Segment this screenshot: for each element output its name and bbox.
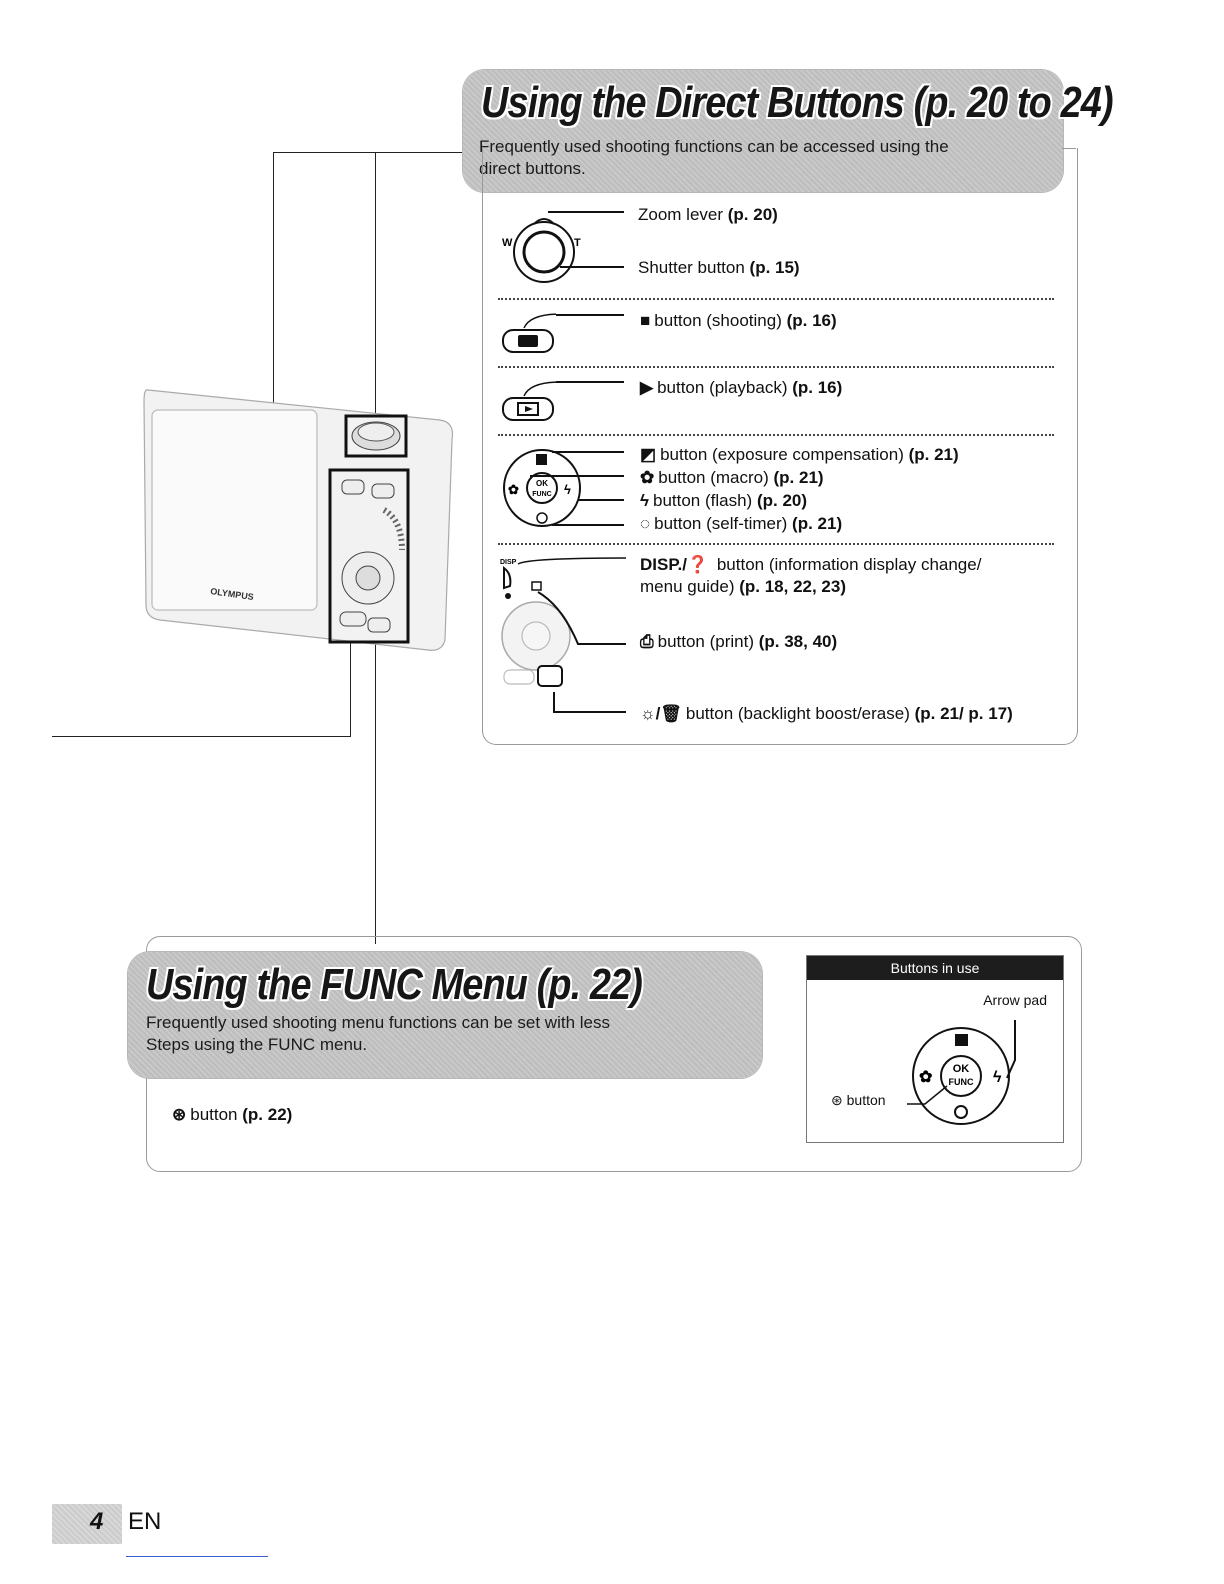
- func-menu-header: Using the FUNC Menu (p. 22) Frequently u…: [128, 952, 762, 1078]
- disp-button-label: DISP./❓ button (information display chan…: [640, 555, 982, 574]
- buttons-in-use-header: Buttons in use: [807, 956, 1063, 980]
- ok-func-button-label: ⊛button (p. 22): [172, 1105, 293, 1124]
- connector-line: [52, 736, 351, 737]
- shutter-button-label: Shutter button (p. 15): [638, 258, 800, 277]
- playback-icon: ▶: [640, 378, 654, 397]
- direct-buttons-header: Using the Direct Buttons (p. 20 to 24) F…: [463, 70, 1114, 192]
- zoom-lever-label: Zoom lever (p. 20): [638, 205, 778, 224]
- buttons-in-use-box: Buttons in use Arrow pad OK FUNC ✿ ϟ ⊛ b…: [806, 955, 1064, 1143]
- svg-text:ϟ: ϟ: [564, 482, 571, 497]
- svg-text:OK: OK: [536, 479, 548, 488]
- direct-buttons-panel: [482, 148, 1078, 745]
- help-icon: ❓: [686, 555, 709, 574]
- backlight-button-label: ☼/🗑button (backlight boost/erase) (p. 21…: [640, 704, 1013, 723]
- svg-text:ϟ: ϟ: [993, 1069, 1002, 1086]
- direct-buttons-description: Frequently used shooting functions can b…: [479, 137, 949, 178]
- ok-button-label: ⊛ button: [831, 1092, 886, 1108]
- arrow-pad-label: Arrow pad: [983, 992, 1047, 1008]
- connector-line: [273, 152, 465, 153]
- exposure-button-label: ◩button (exposure compensation) (p. 21): [640, 445, 959, 464]
- connector-line: [350, 640, 351, 736]
- zoom-w-label: W: [502, 237, 513, 249]
- language-label: EN: [128, 1508, 162, 1535]
- shooting-button-diagram: [502, 313, 556, 353]
- zoom-shutter-diagram: W T: [502, 218, 581, 283]
- svg-text:✿: ✿: [508, 482, 519, 497]
- connector-line: [273, 152, 274, 560]
- playback-button-label: ▶button (playback) (p. 16): [640, 378, 843, 397]
- svg-text:OK: OK: [953, 1063, 970, 1075]
- exposure-icon: ◩: [640, 445, 657, 464]
- ok-func-icon: ⊛: [172, 1105, 187, 1124]
- ok-func-small-icon: ⊛: [831, 1092, 847, 1108]
- svg-text:✿: ✿: [919, 1069, 932, 1086]
- print-button-label: ⎙button (print) (p. 38, 40): [640, 632, 838, 651]
- connector-line: [375, 644, 376, 944]
- footer-rule: [126, 1556, 268, 1557]
- camera-icon: ■: [640, 311, 651, 330]
- disp-button-label-cont: menu guide) (p. 18, 22, 23): [640, 577, 847, 596]
- func-menu-title: Using the FUNC Menu (p. 22): [146, 960, 643, 1009]
- direct-buttons-title: Using the Direct Buttons (p. 20 to 24): [481, 78, 1114, 127]
- zoom-t-label: T: [574, 237, 581, 249]
- page-number: 4: [90, 1508, 104, 1535]
- func-menu-description: Frequently used shooting menu functions …: [146, 1013, 610, 1054]
- func-arrow-pad-diagram: OK FUNC ✿ ϟ: [907, 1020, 1016, 1125]
- shooting-button-label: ■button (shooting) (p. 16): [640, 311, 837, 330]
- arrow-pad-diagram: OK FUNC ✿ ϟ: [503, 449, 581, 527]
- connector-line: [375, 152, 376, 422]
- flash-icon: ϟ: [640, 491, 649, 510]
- svg-text:DISP: DISP: [500, 559, 517, 566]
- playback-button-diagram: [502, 381, 556, 421]
- svg-text:FUNC: FUNC: [532, 491, 551, 498]
- svg-text:FUNC: FUNC: [949, 1077, 974, 1087]
- macro-button-label: ✿button (macro) (p. 21): [640, 468, 824, 487]
- self-timer-icon: ◌: [640, 514, 651, 533]
- print-icon: ⎙: [640, 632, 654, 651]
- page-number-tab: [52, 1504, 122, 1544]
- disp-print-backlight-diagram: DISP: [500, 557, 627, 713]
- camera-illustration: OLYMPUS: [143, 389, 454, 651]
- backlight-erase-icon: ☼/🗑: [640, 704, 682, 723]
- self-timer-button-label: ◌button (self-timer) (p. 21): [640, 514, 843, 533]
- macro-icon: ✿: [640, 468, 655, 487]
